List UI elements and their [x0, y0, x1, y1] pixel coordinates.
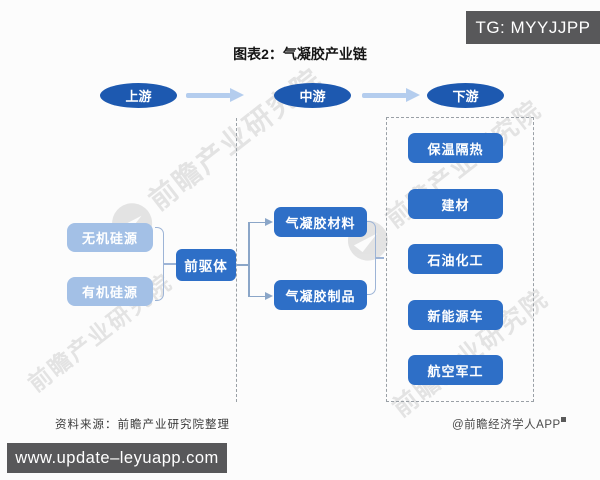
midstream-box-aerogel-material: 气凝胶材料 — [274, 207, 367, 237]
credit-note: @前瞻经济学人APP — [452, 416, 566, 432]
fork-vertical-line — [248, 222, 250, 297]
application-box-thermal-insulation: 保温隔热 — [408, 133, 503, 163]
fork-arrowhead-icon — [265, 292, 273, 300]
arrow-head — [230, 88, 244, 102]
application-box-building-materials: 建材 — [408, 189, 503, 219]
arrow-shaft — [186, 93, 231, 98]
tg-contact-badge: TG: MYYJJPP — [466, 11, 600, 44]
midstream-box-aerogel-product: 气凝胶制品 — [274, 280, 367, 310]
application-box-aerospace-military: 航空军工 — [408, 355, 503, 385]
upstream-midstream-divider — [236, 118, 237, 402]
arrow-shaft — [362, 93, 407, 98]
page-title: 图表2：气凝胶产业链 — [233, 46, 367, 62]
right-bracket-tick — [376, 257, 384, 259]
source-box-organic-silicon: 有机硅源 — [67, 277, 153, 306]
fork-arm-bottom — [250, 295, 266, 297]
left-bracket-connector — [155, 227, 164, 301]
fork-stem-line — [236, 264, 249, 266]
credit-text: @前瞻经济学人APP — [452, 419, 561, 431]
arrow-head — [406, 88, 420, 102]
fork-arm-top — [250, 221, 266, 223]
application-box-petrochemical: 石油化工 — [408, 244, 503, 274]
downstream-applications-boundary — [386, 117, 534, 402]
data-source-note: 资料来源：前瞻产业研究院整理 — [55, 419, 230, 431]
stage-ellipse-midstream: 中游 — [274, 83, 351, 108]
stage-ellipse-downstream: 下游 — [427, 83, 504, 108]
application-box-new-energy-vehicle: 新能源车 — [408, 300, 503, 330]
stage-ellipse-upstream: 上游 — [100, 83, 177, 108]
fork-arrowhead-icon — [265, 218, 273, 226]
precursor-box: 前驱体 — [176, 249, 236, 281]
right-bracket-connector — [367, 221, 376, 295]
credit-sup-square-icon — [560, 417, 566, 422]
source-box-inorganic-silicon: 无机硅源 — [67, 223, 153, 252]
url-watermark-bar: www.update–leyuapp.com — [7, 443, 227, 473]
left-bracket-tick — [164, 263, 176, 265]
